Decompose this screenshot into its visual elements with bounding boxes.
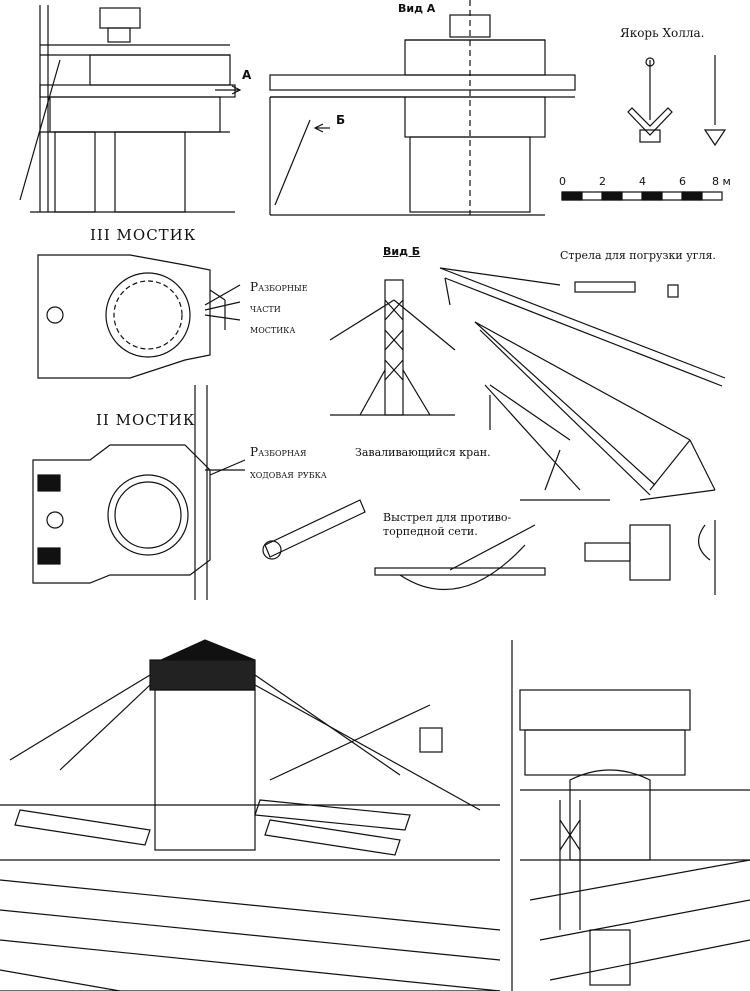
bridge3-parts-line1: Разборные [250,280,308,294]
side-elevation-drawing [19,5,242,213]
scale-tick-4: 4 [639,175,646,188]
hall-anchor-drawing [627,55,727,147]
bracket-detail-drawing [584,520,716,595]
view-b-drawing [329,279,456,416]
bridge3-parts-line3: мостика [250,322,296,336]
coal-boom-drawing [439,267,726,387]
scale-tick-8: 8 м [712,175,731,188]
view-a-arrow-label: А [242,68,252,82]
boom-head-detail [262,499,366,560]
bridge2-plan-drawing [32,385,246,600]
coal-boom-title: Стрела для погрузки угля. [560,249,716,262]
view-a-title: Вид А [398,2,436,15]
net-boom-drawing [374,524,546,591]
bridge3-title: III МОСТИК [90,226,197,244]
scale-tick-6: 6 [679,175,686,188]
bridge2-parts-line1: Разборная [250,445,307,459]
crane-title: Заваливающийся кран. [355,446,491,459]
bridge3-plan-drawing [37,254,241,379]
funnel-perspective-illustration [0,639,501,991]
view-a-drawing [269,0,576,216]
net-boom-title-line1: Выстрел для противо- [383,511,512,524]
bridge-perspective-illustration [511,640,750,991]
scale-tick-2: 2 [599,175,606,188]
net-boom-title-line2: торпедной сети. [383,525,478,538]
bridge2-title: II МОСТИК [96,411,196,429]
bridge3-parts-line2: части [250,301,281,315]
bridge2-parts-line2: ходовая рубка [250,467,327,481]
view-b-arrow-label: Б [336,113,346,127]
scale-bar [561,191,723,201]
tipping-crane-drawing [474,321,716,501]
anchor-title: Якорь Холла. [620,26,705,40]
view-b-title: Вид Б [383,245,421,258]
scale-tick-0: 0 [559,175,566,188]
